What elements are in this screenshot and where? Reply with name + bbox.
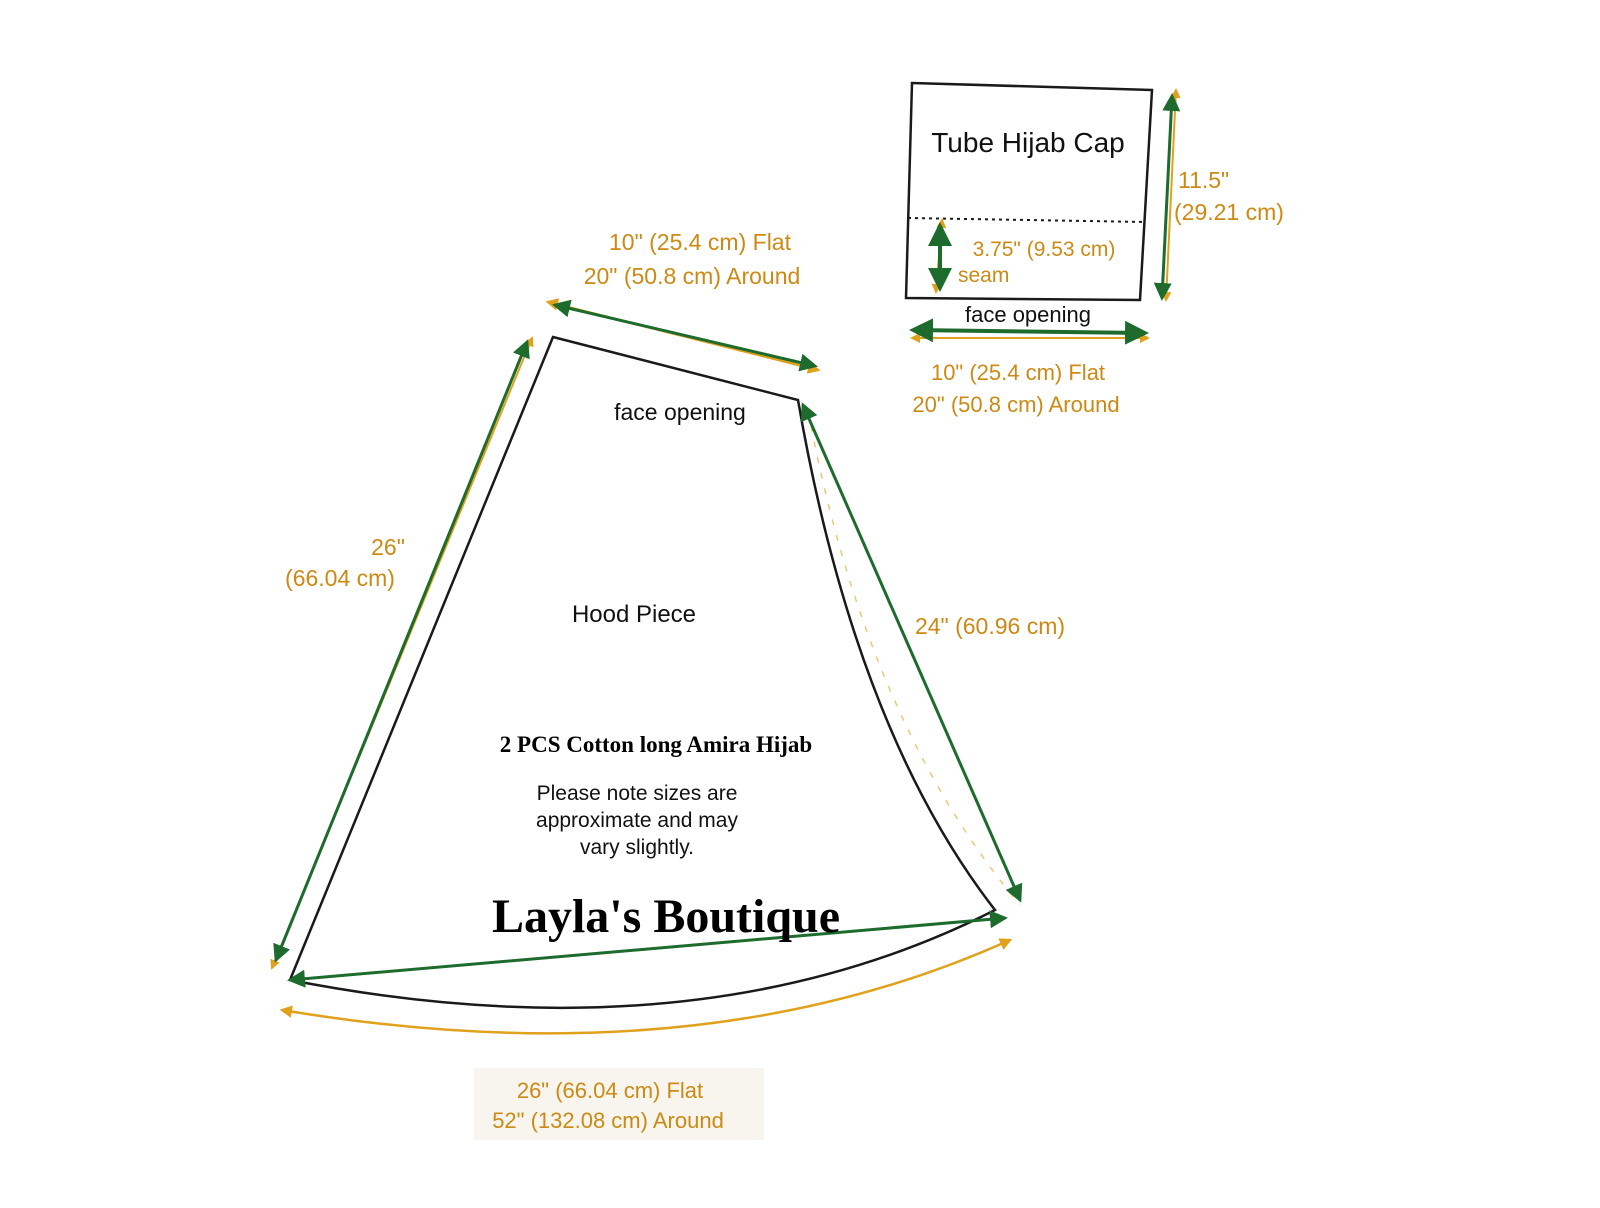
cap-seam-label: seam <box>958 264 1009 287</box>
size-note-line-2: approximate and may <box>536 809 738 832</box>
hood-right-label: 24" (60.96 cm) <box>915 613 1065 639</box>
cap-width-arrow <box>909 318 1149 345</box>
hood-bottom-guide <box>279 938 1013 1035</box>
hood-top-flat-label: 10" (25.4 cm) Flat <box>609 229 792 255</box>
hood-left-cm-label: (66.04 cm) <box>285 565 395 591</box>
cap-height-arrow <box>1153 93 1181 301</box>
hood-right-arrow <box>800 402 1023 903</box>
hood-piece-label: Hood Piece <box>572 601 696 628</box>
hood-left-inch-label: 26" <box>371 534 405 560</box>
cap-face-opening-label: face opening <box>965 302 1091 327</box>
hood-top-arrow <box>552 299 818 372</box>
hood-bottom-flat-label: 26" (66.04 cm) Flat <box>517 1078 703 1103</box>
hood-bottom-around-label: 52" (132.08 cm) Around <box>492 1108 724 1133</box>
size-note-line-1: Please note sizes are <box>537 782 738 805</box>
hood-bottom-arrow <box>287 910 1008 988</box>
hood-top-around-label: 20" (50.8 cm) Around <box>584 263 801 289</box>
hood-bottom-label-backdrop <box>474 1068 764 1140</box>
size-note-line-3: vary slightly. <box>580 836 694 859</box>
hood-face-opening-label: face opening <box>614 399 746 425</box>
cap-seam-measure-label: 3.75" (9.53 cm) <box>973 238 1116 261</box>
cap-width-around-label: 20" (50.8 cm) Around <box>912 392 1119 417</box>
hood-left-arrow <box>273 339 530 963</box>
cap-width-flat-label: 10" (25.4 cm) Flat <box>931 360 1105 385</box>
cap-outline <box>904 81 1154 302</box>
cap-height-cm-label: (29.21 cm) <box>1174 199 1284 225</box>
product-name: 2 PCS Cotton long Amira Hijab <box>500 732 812 757</box>
cap-title: Tube Hijab Cap <box>931 127 1125 158</box>
cap-height-inch-label: 11.5" <box>1178 167 1229 193</box>
brand-name: Layla's Boutique <box>492 890 840 943</box>
cap-seam-line <box>907 217 1147 223</box>
